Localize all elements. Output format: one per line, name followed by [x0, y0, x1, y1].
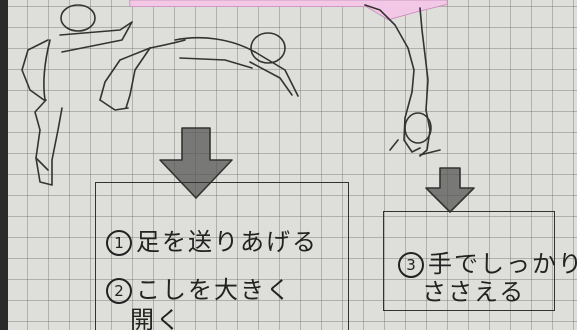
step-number: 2	[106, 278, 132, 304]
step-text: 手でしっかり	[428, 250, 577, 278]
step-text-continued: ささえる	[422, 278, 526, 306]
step-text: こしを大きく	[136, 276, 292, 304]
step-text: 足を送りあげる	[136, 228, 318, 256]
step-text-continued: 開く	[130, 306, 182, 330]
step-box-1-2	[95, 182, 349, 330]
pink-paper-edge	[129, 0, 448, 21]
step-box-3	[383, 211, 555, 311]
binding-edge	[0, 0, 8, 330]
step-2-line2: 開く	[130, 300, 182, 330]
step-number: 3	[398, 252, 424, 278]
step-number: 1	[106, 230, 132, 256]
step-3-line2: ささえる	[422, 272, 525, 307]
